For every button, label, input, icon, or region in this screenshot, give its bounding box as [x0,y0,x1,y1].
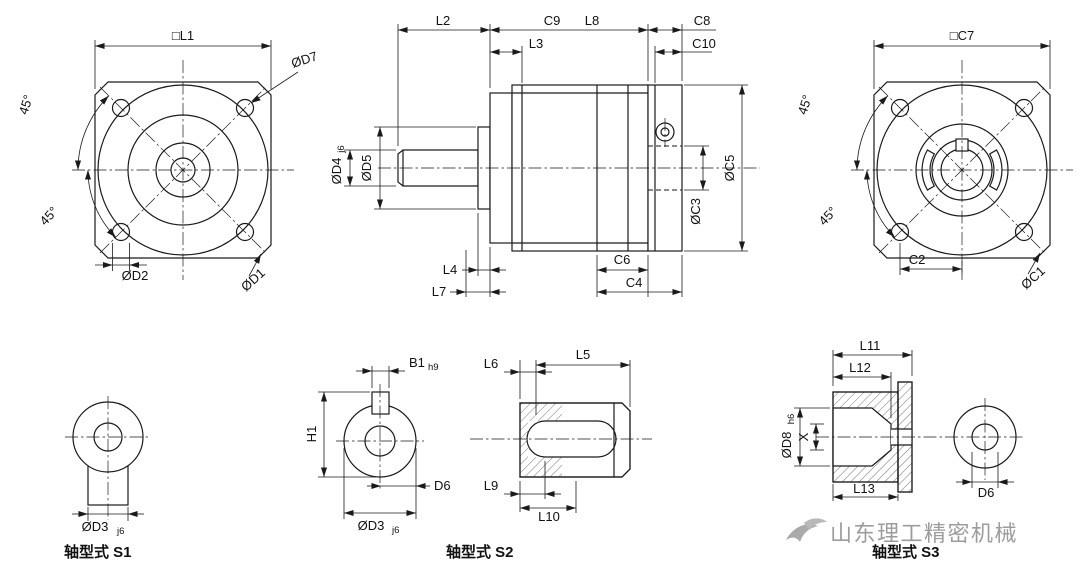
dim-c9-label: C9 [544,13,561,28]
dim-bottom-right: C6 C4 [596,252,683,297]
dim-d4: ØD4 j6 [329,145,396,187]
dim-s2-h1-label: H1 [304,426,319,443]
dim-s3-d6: D6 [956,452,1014,500]
side-section-view: L2 C9 L8 C8 L3 C10 ØD5 ØD4 j6 ØC5 ØC3 [329,13,760,299]
s1-title: 轴型式 S1 [64,543,132,561]
dim-s3-x: X [796,423,824,451]
rear-flange-view: □C7 45° 45° C2 ØC1 [795,28,1073,292]
dim-s3-d6-label: D6 [978,485,995,500]
dim-d7-label: ØD7 [289,48,319,71]
dim-l7-label: L7 [432,284,446,299]
dim-s3-l12: L12 [833,360,892,418]
dim-c3-label: ØC3 [688,198,703,225]
dim-s2-l5-label: L5 [576,347,590,362]
dim-l1-label: □L1 [172,28,194,43]
dim-s3-l13: L13 [832,481,899,501]
dim-angle-bottom-label: 45° [37,204,61,229]
dim-c4-label: C4 [626,275,643,290]
dim-s2-b1: B1 h9 [356,355,439,388]
dim-d4-tolerance: j6 [336,145,347,153]
rear-bolt-hole [1014,98,1034,118]
shaft-type-s3-view: L11 L12 L13 ØD8 h6 X D6 轴型式 S3 [779,338,1024,561]
dim-s2-l6-label: L6 [484,356,498,371]
front-flange-view: □L1 ØD7 45° 45° ØD2 ØD1 [16,28,320,294]
dim-d2: ØD2 [95,243,148,283]
dim-s2-d6-label: D6 [434,478,451,493]
dim-s1-d3-tolerance: j6 [116,526,124,537]
dim-c1-label: ØC1 [1018,263,1048,292]
watermark: 山东理工精密机械 [786,518,1018,546]
dim-c3: ØC3 [684,145,709,225]
dim-s3-d8-label: ØD8 [779,432,794,459]
dim-l3-label: L3 [529,36,543,51]
rear-bolt-hole [890,98,910,118]
dim-d1: ØD1 [238,253,268,294]
dim-angle-top-label: 45° [16,93,36,116]
shaft-type-s2-view: B1 h9 H1 ØD3 j6 D6 L6 L5 [304,347,652,561]
dim-c7: □C7 [873,28,1051,89]
dim-d4-label: ØD4 [329,158,344,185]
dim-s2-d3-label: ØD3 [358,518,385,533]
dim-l2-label: L2 [436,13,450,28]
dim-c2: C2 [899,243,963,275]
dim-second-row: L3 C10 [490,36,716,83]
dim-s2-l9-label: L9 [484,478,498,493]
dim-s2-b1-label: B1 [409,355,425,370]
front-bolt-hole [235,98,255,118]
dim-c6-label: C6 [614,252,631,267]
dim-c2-label: C2 [909,252,926,267]
dim-s2-d6: D6 [367,478,451,493]
rear-bolt-hole [1014,222,1034,242]
dim-s1-d3-label: ØD3 [82,519,109,534]
s3-through-hole [891,429,912,445]
dim-s3-l12-label: L12 [849,360,871,375]
dim-s3-l11: L11 [832,338,913,386]
dim-s3-x-label: X [796,432,811,441]
dim-s2-l6-l5: L6 L5 [484,347,631,415]
dim-bottom-left: L4 L7 [432,213,506,299]
dim-angle-bottom-label: 45° [816,204,840,229]
dim-l1: □L1 [94,28,272,89]
s3-title: 轴型式 S3 [872,543,940,561]
dim-c7-label: □C7 [950,28,974,43]
front-bolt-hole [111,98,131,118]
s2-hatch-bottom [520,457,562,477]
dim-angle-top-front: 45° [16,93,110,171]
s2-key [371,391,390,415]
dim-s3-d8: ØD8 h6 [779,407,830,467]
dim-s2-l10-label: L10 [538,509,560,524]
s2-title: 轴型式 S2 [446,543,514,561]
dim-s1-d3: ØD3 j6 [72,507,144,537]
dim-c8-label: C8 [694,13,711,28]
watermark-text: 山东理工精密机械 [830,521,1018,546]
dim-d2-label: ØD2 [122,268,149,283]
dim-s3-l13-label: L13 [853,481,875,496]
dim-angle-top-rear: 45° [795,93,889,171]
dim-c10-label: C10 [692,36,716,51]
shaft-type-s1-view: ØD3 j6 轴型式 S1 [64,396,151,561]
dim-s3-l11-label: L11 [860,338,881,353]
s2-hatch-top [520,403,562,421]
dim-d1-label: ØD1 [238,265,268,294]
dim-l4-label: L4 [443,262,457,277]
dim-l8-label: L8 [585,13,599,28]
front-diagonal-2 [99,86,267,254]
watermark-logo-icon [786,524,818,542]
dim-d5-label: ØD5 [359,155,374,182]
dim-s2-h1: H1 [304,391,376,478]
dim-s2-b1-tolerance: h9 [428,362,439,373]
rear-diagonal-2 [878,86,1046,254]
dim-s2-d3-tolerance: j6 [391,525,399,536]
dim-angle-top-label: 45° [795,93,815,116]
rear-clamp-slot-right [988,149,1003,191]
watermark-logo-icon-wing [804,518,827,530]
dim-s2-l9-l10: L9 L10 [484,461,577,524]
front-bolt-hole [235,222,255,242]
dim-s3-d8-tolerance: h6 [786,414,797,425]
dim-c1: ØC1 [1018,252,1048,292]
dim-top-row: L2 C9 L8 C8 [397,13,716,146]
